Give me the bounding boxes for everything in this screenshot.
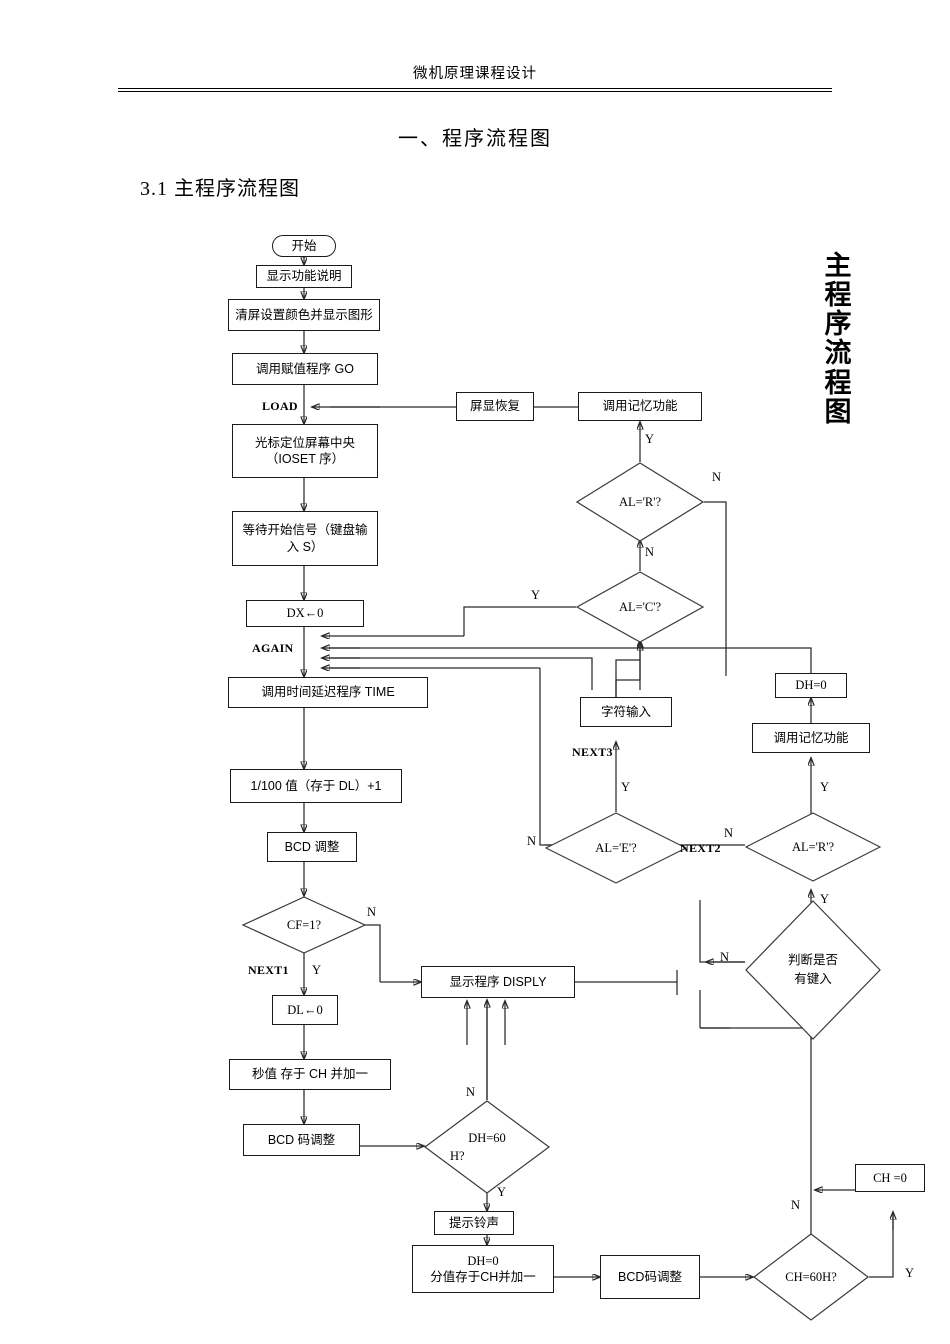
- branch-label-dh60-yes: Y: [497, 1185, 507, 1199]
- node-cursor-center: 光标定位屏幕中央（IOSET 序）: [232, 424, 378, 478]
- node-dh-zero-min-line1: DH=0: [467, 1253, 499, 1268]
- decision-dh-equals-60h: DH=60 H?: [424, 1100, 550, 1194]
- node-sec-ch: 秒值 存于 CH 并加一: [229, 1059, 391, 1090]
- vertical-title-char: 流: [824, 338, 852, 369]
- node-call-time: 调用时间延迟程序 TIME: [228, 677, 428, 708]
- vertical-chart-title: 主 程 序 流 程 图: [818, 251, 858, 427]
- node-hundredth: 1/100 值（存于 DL）+1: [230, 769, 402, 803]
- decision-dh60-line1: DH=60: [468, 1130, 506, 1145]
- decision-cf-equals-1: CF=1?: [242, 896, 366, 954]
- decision-key-pressed-label: 判断是否 有键入: [745, 900, 881, 1040]
- decision-al-equals-c: AL='C'?: [576, 571, 704, 643]
- branch-label-cf-yes: Y: [312, 963, 322, 977]
- label-next1: NEXT1: [248, 963, 289, 977]
- decision-al-equals-r-top: AL='R'?: [576, 462, 704, 542]
- label-next3: NEXT3: [572, 745, 613, 759]
- branch-label-ale-yes: Y: [621, 780, 631, 794]
- decision-al-equals-e: AL='E'?: [545, 812, 687, 884]
- vertical-title-char: 序: [824, 309, 852, 340]
- decision-al-r-right-label: AL='R'?: [791, 839, 835, 854]
- vertical-title-char: 程: [824, 280, 852, 311]
- node-dh-zero-min-line2: 分值存于CH并加一: [430, 1270, 536, 1284]
- branch-label-key-yes: Y: [820, 892, 830, 906]
- branch-label-alc-yes: Y: [531, 588, 541, 602]
- node-call-go: 调用赋值程序 GO: [232, 353, 378, 385]
- node-show-function: 显示功能说明: [256, 265, 352, 288]
- node-bcd-adjust: BCD 调整: [267, 832, 357, 862]
- header-rule-thin: [118, 91, 832, 92]
- node-dx-zero: DX←0: [246, 600, 364, 627]
- label-next2: NEXT2: [680, 841, 721, 855]
- branch-label-alc-no: N: [645, 545, 655, 559]
- decision-al-equals-r-right: AL='R'?: [745, 812, 881, 882]
- decision-al-c-label: AL='C'?: [618, 599, 662, 614]
- node-ch-zero: CH =0: [855, 1164, 925, 1192]
- decision-key-pressed: 判断是否 有键入: [745, 900, 881, 1040]
- header-rule: [118, 88, 832, 89]
- decision-dh60-line2: H?: [450, 1149, 465, 1163]
- node-dh-zero-min: DH=0 分值存于CH并加一: [412, 1245, 554, 1293]
- branch-label-ch60-yes: Y: [905, 1266, 915, 1280]
- decision-cf-label: CF=1?: [286, 917, 322, 932]
- decision-al-e-label: AL='E'?: [595, 840, 637, 855]
- branch-label-dh60-no: N: [466, 1085, 476, 1099]
- branch-label-alr-right-no: N: [724, 826, 734, 840]
- branch-label-ch60-no: N: [791, 1198, 801, 1212]
- vertical-title-char: 图: [824, 396, 852, 427]
- node-display: 显示程序 DISPLY: [421, 966, 575, 998]
- node-wait-start: 等待开始信号（键盘输入 S）: [232, 511, 378, 566]
- decision-key-pressed-line1: 判断是否: [787, 953, 838, 968]
- vertical-title-char: 程: [824, 367, 852, 398]
- branch-label-ale-no: N: [527, 834, 537, 848]
- section-heading: 3.1 主程序流程图: [140, 178, 300, 200]
- branch-label-key-no: N: [720, 950, 730, 964]
- node-char-input: 字符输入: [580, 697, 672, 727]
- branch-label-cf-no: N: [367, 905, 377, 919]
- node-screen-restore: 屏显恢复: [456, 392, 534, 421]
- decision-ch-equals-60h: CH=60H?: [753, 1233, 869, 1321]
- label-load: LOAD: [262, 399, 298, 413]
- branch-label-alr-top-no: N: [712, 470, 722, 484]
- node-bcd-code-adjust: BCD 码调整: [243, 1124, 360, 1156]
- label-again: AGAIN: [252, 641, 294, 655]
- node-start: 开始: [272, 235, 336, 257]
- running-head: 微机原理课程设计: [413, 66, 537, 82]
- node-call-memory-right: 调用记忆功能: [752, 723, 870, 753]
- decision-al-r-top-label: AL='R'?: [618, 494, 662, 509]
- node-dh-zero-right: DH=0: [775, 673, 847, 698]
- decision-ch60-label: CH=60H?: [785, 1269, 837, 1284]
- node-clear-screen: 清屏设置颜色并显示图形: [228, 299, 380, 331]
- node-call-memory-top: 调用记忆功能: [578, 392, 702, 421]
- branch-label-alr-right-yes: Y: [820, 780, 830, 794]
- vertical-title-char: 主: [824, 251, 852, 281]
- node-dl-zero: DL←0: [272, 995, 338, 1025]
- decision-dh60-label: DH=60 H?: [424, 1100, 550, 1194]
- decision-key-pressed-line2: 有键入: [794, 972, 832, 986]
- node-bell: 提示铃声: [434, 1211, 514, 1235]
- node-bcd-code-adjust-2: BCD码调整: [600, 1255, 700, 1299]
- page-title: 一、程序流程图: [398, 128, 552, 150]
- branch-label-alr-top-yes: Y: [645, 432, 655, 446]
